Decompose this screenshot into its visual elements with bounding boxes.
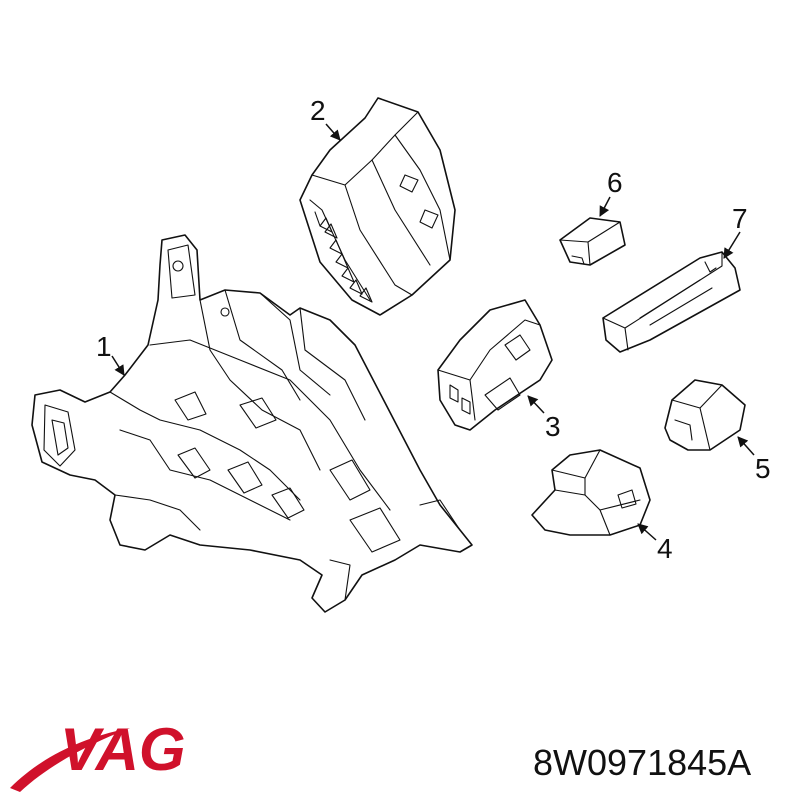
part-number: 8W0971845A [533,742,751,783]
logo-text: VAG [60,716,186,783]
part-4-connector [531,449,651,536]
leader-7 [723,231,741,259]
part-6-relay [559,217,626,266]
callout-2: 2 [310,95,326,126]
vag-logo: VAG [10,716,186,792]
logo-swoosh [10,728,130,792]
part-5-connector [664,379,746,451]
leader-4 [637,523,657,541]
part-2-fuse-box [299,97,456,316]
callout-6: 6 [607,167,623,198]
callout-7: 7 [732,203,748,234]
part-3-connector [437,299,553,431]
callout-3: 3 [545,411,561,442]
leader-3 [527,395,545,414]
callout-1: 1 [96,331,112,362]
part-7-fuse-strip [602,251,741,353]
leader-5 [737,436,755,456]
leader-2 [325,123,341,141]
callout-5: 5 [755,453,771,484]
leader-1 [111,355,125,376]
callout-4: 4 [657,533,673,564]
part-1-bracket [31,234,473,613]
leader-6 [599,196,611,217]
